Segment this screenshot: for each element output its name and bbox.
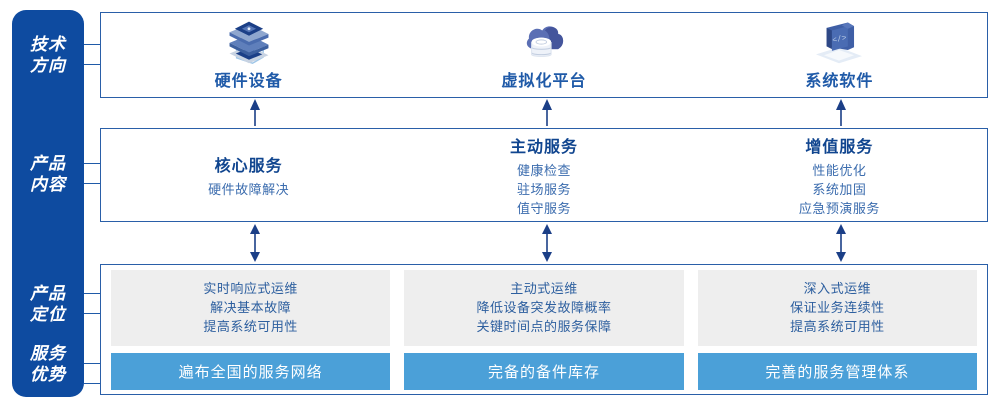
connector-stub xyxy=(84,313,101,314)
arrow-up-down-icon xyxy=(250,224,260,262)
position-line: 提高系统可用性 xyxy=(203,318,298,334)
position-line: 解决基本故障 xyxy=(210,299,292,315)
content-item: 系统加固 xyxy=(812,181,867,197)
connector-stub xyxy=(84,44,101,45)
position-card: 主动式运维 降低设备突发故障概率 关键时间点的服务保障 xyxy=(404,269,684,346)
rail-label-tech-direction: 技术 方向 xyxy=(12,34,84,76)
content-item: 性能优化 xyxy=(812,162,867,178)
position-advantage-panel: 实时响应式运维 解决基本故障 提高系统可用性 遍布全国的服务网络 主动式运维 降… xyxy=(100,264,988,395)
arrow-up-down-icon xyxy=(542,224,552,262)
server-stack-icon xyxy=(229,21,269,65)
rail-label-line2: 内容 xyxy=(30,175,66,194)
position-line: 主动式运维 xyxy=(510,280,578,296)
svg-text:</>: </> xyxy=(832,34,848,46)
bottom-column-proactive[interactable]: 主动式运维 降低设备突发故障概率 关键时间点的服务保障 完备的备件库存 xyxy=(404,269,684,390)
arrow-up-down-icon xyxy=(836,224,846,262)
position-line: 深入式运维 xyxy=(803,280,872,296)
rail-label-service-advantage: 服务 优势 xyxy=(12,343,84,385)
cloud-database-icon xyxy=(526,26,564,57)
content-item: 硬件故障解决 xyxy=(208,181,290,197)
content-item: 值守服务 xyxy=(516,200,571,216)
product-content-panel: 核心服务 硬件故障解决 主动服务 健康检查 驻场服务 值守服务 增值服务 性能优… xyxy=(100,128,988,222)
tech-column-hardware[interactable]: 硬件设备 xyxy=(101,13,396,97)
position-card: 实时响应式运维 解决基本故障 提高系统可用性 xyxy=(111,269,391,346)
content-title-value-added: 增值服务 xyxy=(805,138,874,156)
bottom-column-realtime[interactable]: 实时响应式运维 解决基本故障 提高系统可用性 遍布全国的服务网络 xyxy=(111,269,391,390)
tech-column-system-software[interactable]: </> 系统软件 xyxy=(692,13,987,97)
bottom-column-indepth[interactable]: 深入式运维 保证业务连续性 提高系统可用性 完善的服务管理体系 xyxy=(697,269,977,390)
tech-direction-panel: 硬件设备 虚拟化平台 xyxy=(100,12,988,98)
content-title-active: 主动服务 xyxy=(509,138,578,156)
connector-stub xyxy=(84,363,101,364)
rail-label-line2: 方向 xyxy=(30,56,66,75)
connector-stub xyxy=(84,64,101,65)
laptop-code-icon: </> xyxy=(816,22,863,64)
content-column-core-service[interactable]: 核心服务 硬件故障解决 xyxy=(101,129,396,221)
position-line: 关键时间点的服务保障 xyxy=(476,318,612,334)
position-line: 保证业务连续性 xyxy=(790,299,885,315)
rail-label-product-content: 产品 内容 xyxy=(12,153,84,195)
position-line: 提高系统可用性 xyxy=(790,318,885,334)
content-title-core: 核心服务 xyxy=(214,157,283,175)
content-column-value-added-service[interactable]: 增值服务 性能优化 系统加固 应急预演服务 xyxy=(692,129,987,221)
rail-label-line1: 技术 xyxy=(30,35,66,54)
rail-label-product-position: 产品 定位 xyxy=(12,283,84,325)
content-column-active-service[interactable]: 主动服务 健康检查 驻场服务 值守服务 xyxy=(396,129,691,221)
tech-label-system-software: 系统软件 xyxy=(805,73,874,90)
arrow-up-icon xyxy=(836,99,846,126)
arrow-up-icon xyxy=(542,99,552,126)
connector-stub xyxy=(84,163,101,164)
arrow-up-icon xyxy=(250,99,260,126)
tech-column-virtualization[interactable]: 虚拟化平台 xyxy=(396,13,691,97)
advantage-bar[interactable]: 遍布全国的服务网络 xyxy=(111,352,391,390)
rail-label-line1: 产品 xyxy=(30,284,66,303)
content-item: 健康检查 xyxy=(516,162,571,178)
connector-stub xyxy=(84,183,101,184)
rail-label-line1: 产品 xyxy=(30,154,66,173)
content-item: 应急预演服务 xyxy=(798,200,880,216)
tech-label-virtualization: 虚拟化平台 xyxy=(501,73,587,90)
rail-label-line2: 优势 xyxy=(30,365,66,384)
advantage-bar[interactable]: 完备的备件库存 xyxy=(404,352,684,390)
rail-label-line2: 定位 xyxy=(30,305,66,324)
position-line: 实时响应式运维 xyxy=(203,280,298,296)
category-rail xyxy=(12,10,84,397)
tech-label-hardware: 硬件设备 xyxy=(214,73,283,90)
advantage-bar[interactable]: 完善的服务管理体系 xyxy=(697,352,977,390)
content-item: 驻场服务 xyxy=(516,181,571,197)
connector-stub xyxy=(84,293,101,294)
rail-label-line1: 服务 xyxy=(30,344,66,363)
connector-stub xyxy=(84,383,101,384)
position-line: 降低设备突发故障概率 xyxy=(476,299,612,315)
position-card: 深入式运维 保证业务连续性 提高系统可用性 xyxy=(697,269,977,346)
